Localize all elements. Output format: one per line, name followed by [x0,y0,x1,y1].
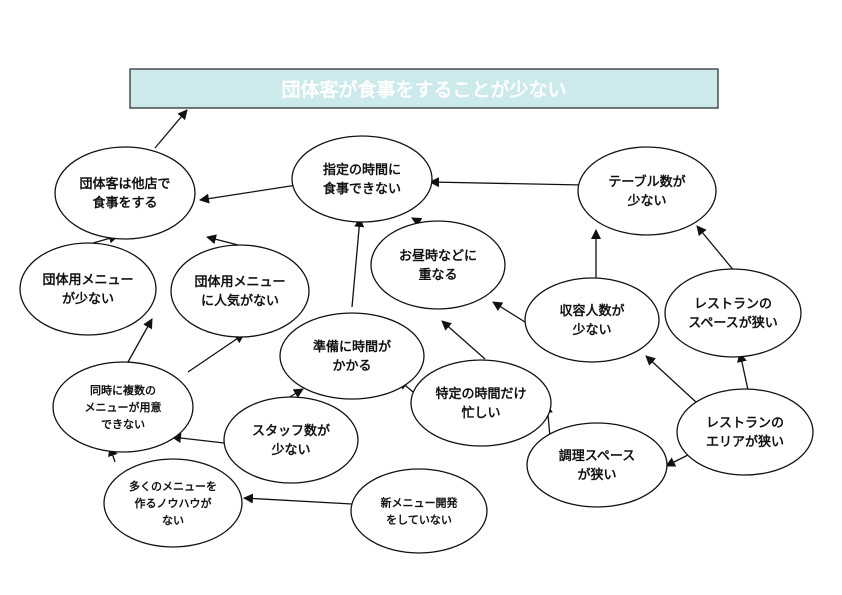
node-ellipse [52,361,194,453]
node-ellipse [577,146,717,236]
node-label-line: 少ない [571,322,611,338]
arrow-unpopular-to-elsewhere [206,234,239,246]
node-label-line: に人気がない [201,293,279,309]
arrow-dev-to-knowhow [243,493,353,505]
node-label-line: スペースが狭い [688,315,777,331]
title-text: 団体客が食事をすることが少ない [281,78,566,101]
arrow-area-to-capacity [645,355,698,404]
node-ellipse [19,242,157,336]
node-label-line: お昼時などに [399,248,477,264]
arrow-elsewhere-to-title [154,109,188,149]
node-label-line: テーブル数が [608,174,685,190]
arrow-area-to-kitchen [665,454,689,467]
node-label-line: 重なる [418,267,457,283]
node-label-line: 多くのメニューを [129,479,217,493]
node-ellipse [370,220,506,310]
node-label-line: レストランの [706,416,784,431]
arrow-capacity-to-lunch [492,301,526,323]
node-ellipse [526,422,668,508]
arrow-multi-to-unpopular [187,333,245,373]
node-label-line: 団体用メニュー [194,274,285,290]
node-ellipse [103,458,243,548]
node-label-line: 作るノウハウが [135,496,212,510]
node-ellipse [524,277,660,363]
node-ellipse [54,146,196,240]
node-label-line: メニューが用意 [85,400,162,414]
node-label-line: できない [101,418,145,431]
node-ellipse [279,312,425,400]
arrow-multi-to-menufew [127,318,153,363]
arrow-prep-to-noset [351,217,365,308]
node-label-line: ない [162,514,184,527]
node-label-line: 団体用メニュー [42,272,133,288]
node-label-line: 同時に複数の [90,383,156,397]
node-label-line: 準備に時間が [313,339,391,355]
node-label-line: 指定の時間に [323,162,401,178]
node-label-line: が狭い [577,467,616,483]
node-label-line: かかる [332,359,371,374]
arrow-noset-to-elsewhere [199,184,298,204]
node-ellipse [170,244,310,338]
node-label-line: をしていない [386,513,452,526]
arrow-staff-to-multi [171,433,225,444]
node-label-line: 団体客は他店で [79,176,170,192]
node-ellipse [350,468,488,554]
arrow-space-to-tables [696,225,736,273]
node-label-line: 特定の時間だけ [435,386,526,402]
node-label-line: 食事できない [323,181,401,197]
node-label-line: エリアが狭い [706,434,784,450]
node-ellipse [223,396,359,484]
node-label-line: 調理スペース [559,448,635,464]
node-ellipse [676,388,814,476]
node-label-line: 食事をする [92,195,157,211]
node-label-line: 新メニュー開発 [381,495,459,509]
node-ellipse [664,268,802,358]
arrow-tables-to-noset [429,177,584,188]
node-label-line: 収容人数が [559,303,624,319]
node-ellipse [291,135,433,223]
node-label-line: 忙しい [461,405,500,421]
node-label-line: スタッフ数が [252,423,330,439]
node-label-line: が少ない [62,291,114,307]
arrow-peak-to-lunch [441,320,486,360]
node-label-line: レストランの [694,297,772,312]
node-label-line: 少ない [626,193,666,209]
node-label-line: 少ない [270,442,310,458]
title-banner: 団体客が食事をすることが少ない [129,68,719,109]
node-ellipse [410,359,552,447]
arrow-area-to-space [737,352,749,391]
